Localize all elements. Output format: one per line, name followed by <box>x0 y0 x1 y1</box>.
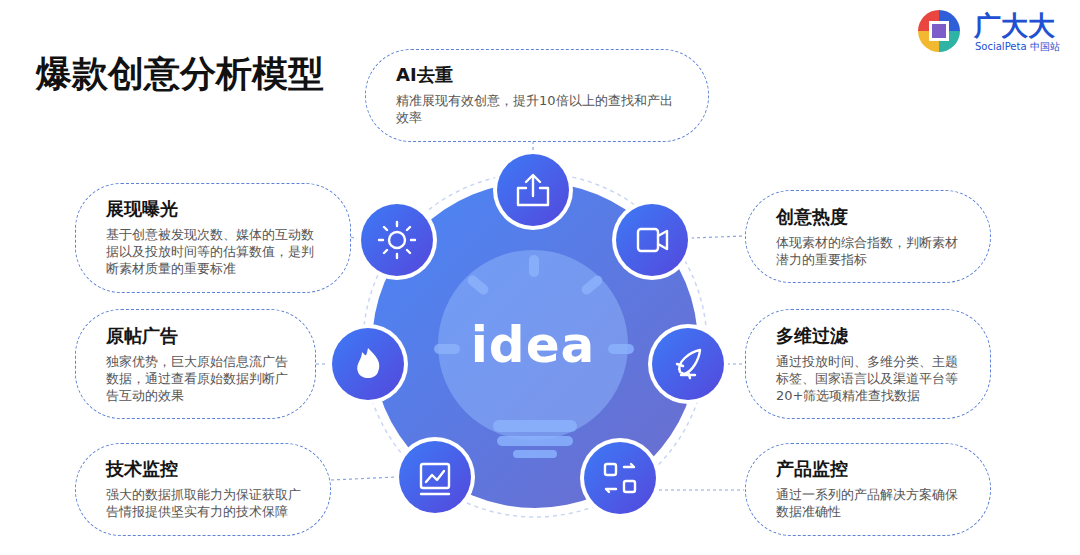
feature-callout: AI去重精准展现有效创意，提升10倍以上的查找和产出效率 <box>365 49 709 142</box>
callout-heading: 原帖广告 <box>106 325 289 347</box>
callout-heading: 创意热度 <box>776 206 964 228</box>
idea-bulb: idea <box>438 250 628 440</box>
callout-body: 体现素材的综合指数，判断素材潜力的重要指标 <box>776 234 964 268</box>
diagram-title: 爆款创意分析模型 <box>36 50 324 99</box>
callout-heading: 多维过滤 <box>776 325 964 347</box>
feature-callout: 创意热度体现素材的综合指数，判断素材潜力的重要指标 <box>745 190 991 283</box>
feature-callout: 展现曝光基于创意被发现次数、媒体的互动数据以及投放时间等的估算数值，是判断素材质… <box>75 183 351 293</box>
callout-body: 强大的数据抓取能力为保证获取广告情报提供坚实有力的技术保障 <box>106 486 304 520</box>
icon-circle <box>328 150 728 518</box>
logo-text: 广大大 <box>974 8 1055 44</box>
callout-body: 基于创意被发现次数、媒体的互动数据以及投放时间等的估算数值，是判断素材质量的重要… <box>106 226 324 277</box>
callout-heading: AI去重 <box>396 64 682 86</box>
leader-line <box>316 141 744 490</box>
feature-callout: 多维过滤通过投放时间、多维分类、主题标签、国家语言以及渠道平台等20+筛选项精准… <box>745 309 991 419</box>
idea-text: idea <box>471 316 596 374</box>
logo-text: SocialPeta 中国站 <box>975 40 1060 54</box>
feature-callout: 原帖广告独家优势，巨大原始信息流广告数据，通过查看原始数据判断广告互动的效果 <box>75 309 316 419</box>
icon-glyph <box>379 175 700 494</box>
callout-heading: 展现曝光 <box>106 198 324 220</box>
callout-body: 通过投放时间、多维分类、主题标签、国家语言以及渠道平台等20+筛选项精准查找数据 <box>776 353 964 404</box>
feature-callout: 产品监控通过一系列的产品解决方案确保数据准确性 <box>745 443 991 536</box>
feature-callout: 技术监控强大的数据抓取能力为保证获取广告情报提供坚实有力的技术保障 <box>75 443 331 536</box>
callout-heading: 产品监控 <box>776 458 964 480</box>
callout-body: 精准展现有效创意，提升10倍以上的查找和产出效率 <box>396 92 682 126</box>
flame-glyph <box>357 348 379 378</box>
callout-body: 通过一系列的产品解决方案确保数据准确性 <box>776 486 964 520</box>
logo-mark <box>918 10 960 52</box>
callout-heading: 技术监控 <box>106 458 304 480</box>
callout-body: 独家优势，巨大原始信息流广告数据，通过查看原始数据判断广告互动的效果 <box>106 353 289 404</box>
